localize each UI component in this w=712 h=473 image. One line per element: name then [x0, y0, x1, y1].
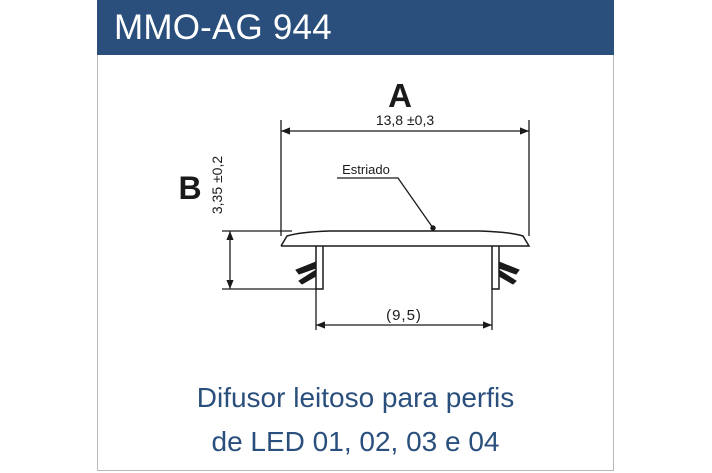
product-card	[97, 0, 614, 471]
product-code-title: MMO-AG 944	[114, 8, 332, 47]
label-b: B	[178, 170, 201, 206]
header-bar: MMO-AG 944	[97, 0, 614, 55]
right-barb-2	[498, 269, 517, 285]
callout-dot	[430, 225, 436, 231]
left-barb-1	[295, 261, 317, 275]
callout-label: Estriado	[342, 162, 390, 177]
left-leg	[315, 246, 324, 290]
callout-leader	[337, 177, 434, 229]
caption-line-2: de LED 01, 02, 03 e 04	[211, 426, 500, 457]
caption-line-1: Difusor leitoso para perfis	[196, 382, 515, 413]
dim-inner-value: (9,5)	[386, 307, 422, 324]
dim-b-value: 3,35 ±0,2	[209, 156, 225, 214]
dim-a-value: 13,8 ±0,3	[376, 112, 434, 128]
right-barb-1	[498, 261, 520, 275]
label-a: A	[388, 77, 412, 114]
left-barb-2	[298, 269, 317, 285]
right-leg	[491, 246, 500, 290]
diffuser-cap	[280, 230, 531, 247]
